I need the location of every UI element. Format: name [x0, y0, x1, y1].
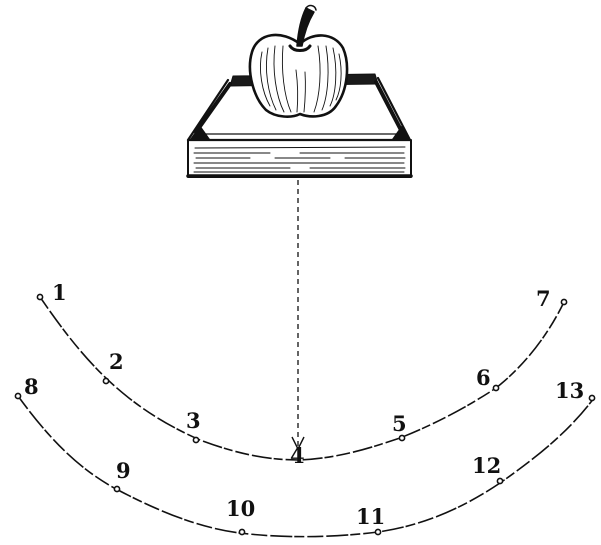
point-marker [114, 486, 119, 491]
point-5: 5 [392, 411, 407, 441]
point-marker [399, 435, 404, 440]
point-2: 2 [103, 349, 123, 384]
point-label: 10 [226, 496, 255, 521]
point-marker [15, 393, 20, 398]
point-4: 4 [290, 443, 305, 468]
point-9: 9 [114, 458, 130, 492]
point-label: 6 [476, 365, 491, 390]
point-8: 8 [15, 374, 38, 399]
point-marker [589, 395, 594, 400]
point-13: 13 [555, 378, 595, 403]
outer-arc [18, 396, 594, 537]
point-label: 9 [116, 458, 131, 483]
point-label: 11 [356, 504, 385, 529]
point-marker [561, 299, 566, 304]
point-6: 6 [476, 365, 499, 391]
point-1: 1 [37, 280, 66, 305]
point-marker [103, 378, 108, 383]
drop-arrow [292, 180, 304, 449]
point-marker [493, 385, 498, 390]
point-label: 7 [536, 286, 551, 311]
point-10: 10 [226, 496, 255, 535]
point-label: 1 [52, 280, 67, 305]
point-11: 11 [356, 504, 385, 535]
point-label: 12 [472, 453, 501, 478]
point-label: 2 [109, 349, 124, 374]
point-marker [497, 478, 502, 483]
point-marker [375, 529, 380, 534]
apple-illustration [250, 6, 347, 117]
point-12: 12 [472, 453, 503, 484]
point-label: 8 [24, 374, 39, 399]
point-marker [37, 294, 42, 299]
point-label: 5 [392, 411, 407, 436]
point-marker [193, 437, 198, 442]
point-marker [239, 529, 244, 534]
point-label: 4 [290, 443, 305, 468]
point-label: 13 [555, 378, 584, 403]
point-label: 3 [186, 408, 201, 433]
